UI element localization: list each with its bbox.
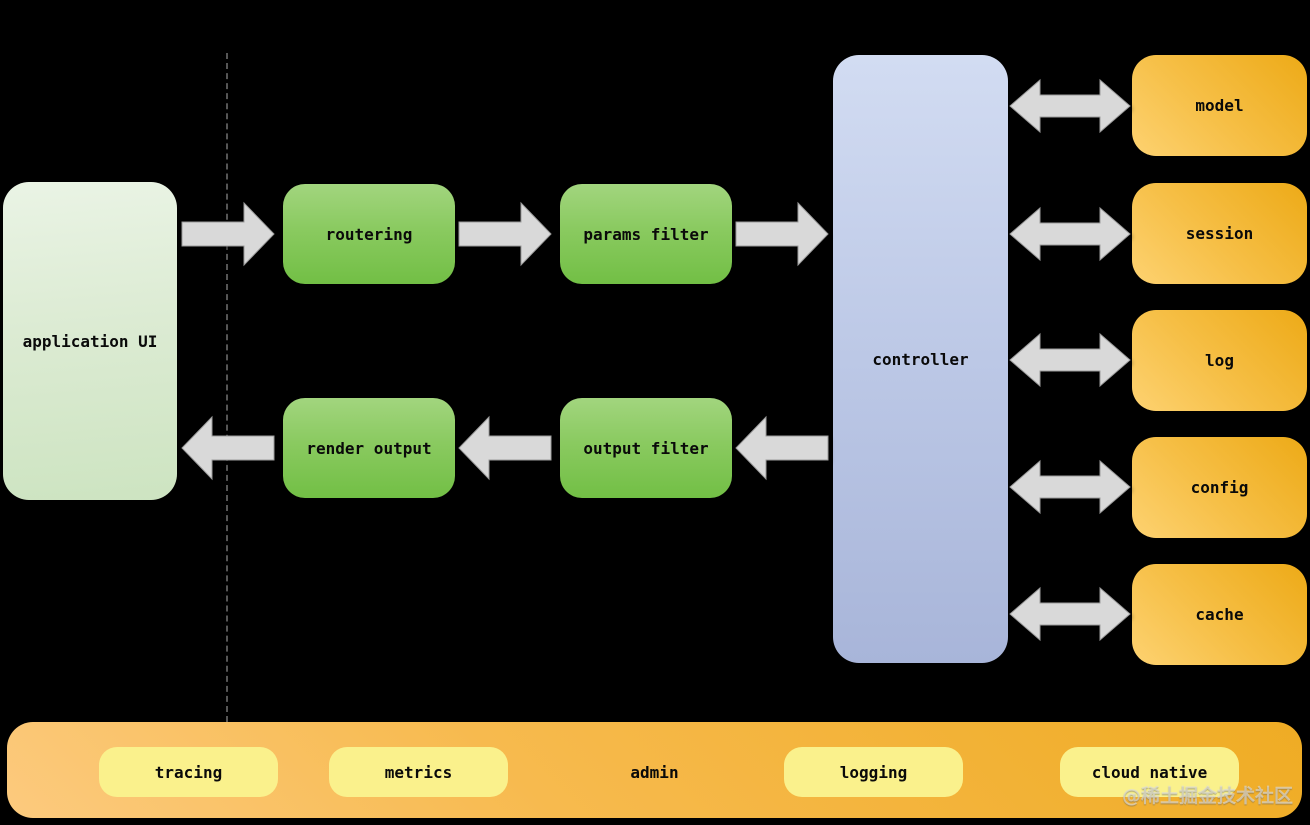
node-session: session <box>1132 183 1307 284</box>
node-params-filter: params filter <box>560 184 732 284</box>
double-arrow-icon <box>1009 332 1131 388</box>
platform-bar: tracing metrics admin logging cloud nati… <box>7 722 1302 818</box>
node-output-filter: output filter <box>560 398 732 498</box>
double-arrow-icon <box>1009 206 1131 262</box>
flow-arrow-left-icon <box>458 415 552 481</box>
node-config: config <box>1132 437 1307 538</box>
double-arrow-icon <box>1009 459 1131 515</box>
node-render-output: render output <box>283 398 455 498</box>
watermark: @稀土掘金技术社区 <box>1122 785 1294 807</box>
node-application-ui: application UI <box>3 182 177 500</box>
flow-arrow-left-icon <box>181 415 275 481</box>
platform-item-metrics: metrics <box>329 747 508 797</box>
double-arrow-icon <box>1009 78 1131 134</box>
node-cache: cache <box>1132 564 1307 665</box>
flow-arrow-right-icon <box>735 201 829 267</box>
platform-item-cloud-native: cloud native <box>1060 747 1239 797</box>
flow-arrow-left-icon <box>735 415 829 481</box>
platform-item-tracing: tracing <box>99 747 278 797</box>
flow-arrow-right-icon <box>181 201 275 267</box>
double-arrow-icon <box>1009 586 1131 642</box>
platform-item-logging: logging <box>784 747 963 797</box>
boundary-dashed-line <box>226 53 228 722</box>
platform-item-admin: admin <box>630 762 679 782</box>
node-log: log <box>1132 310 1307 411</box>
node-controller: controller <box>833 55 1008 663</box>
node-model: model <box>1132 55 1307 156</box>
flow-arrow-right-icon <box>458 201 552 267</box>
node-routering: routering <box>283 184 455 284</box>
